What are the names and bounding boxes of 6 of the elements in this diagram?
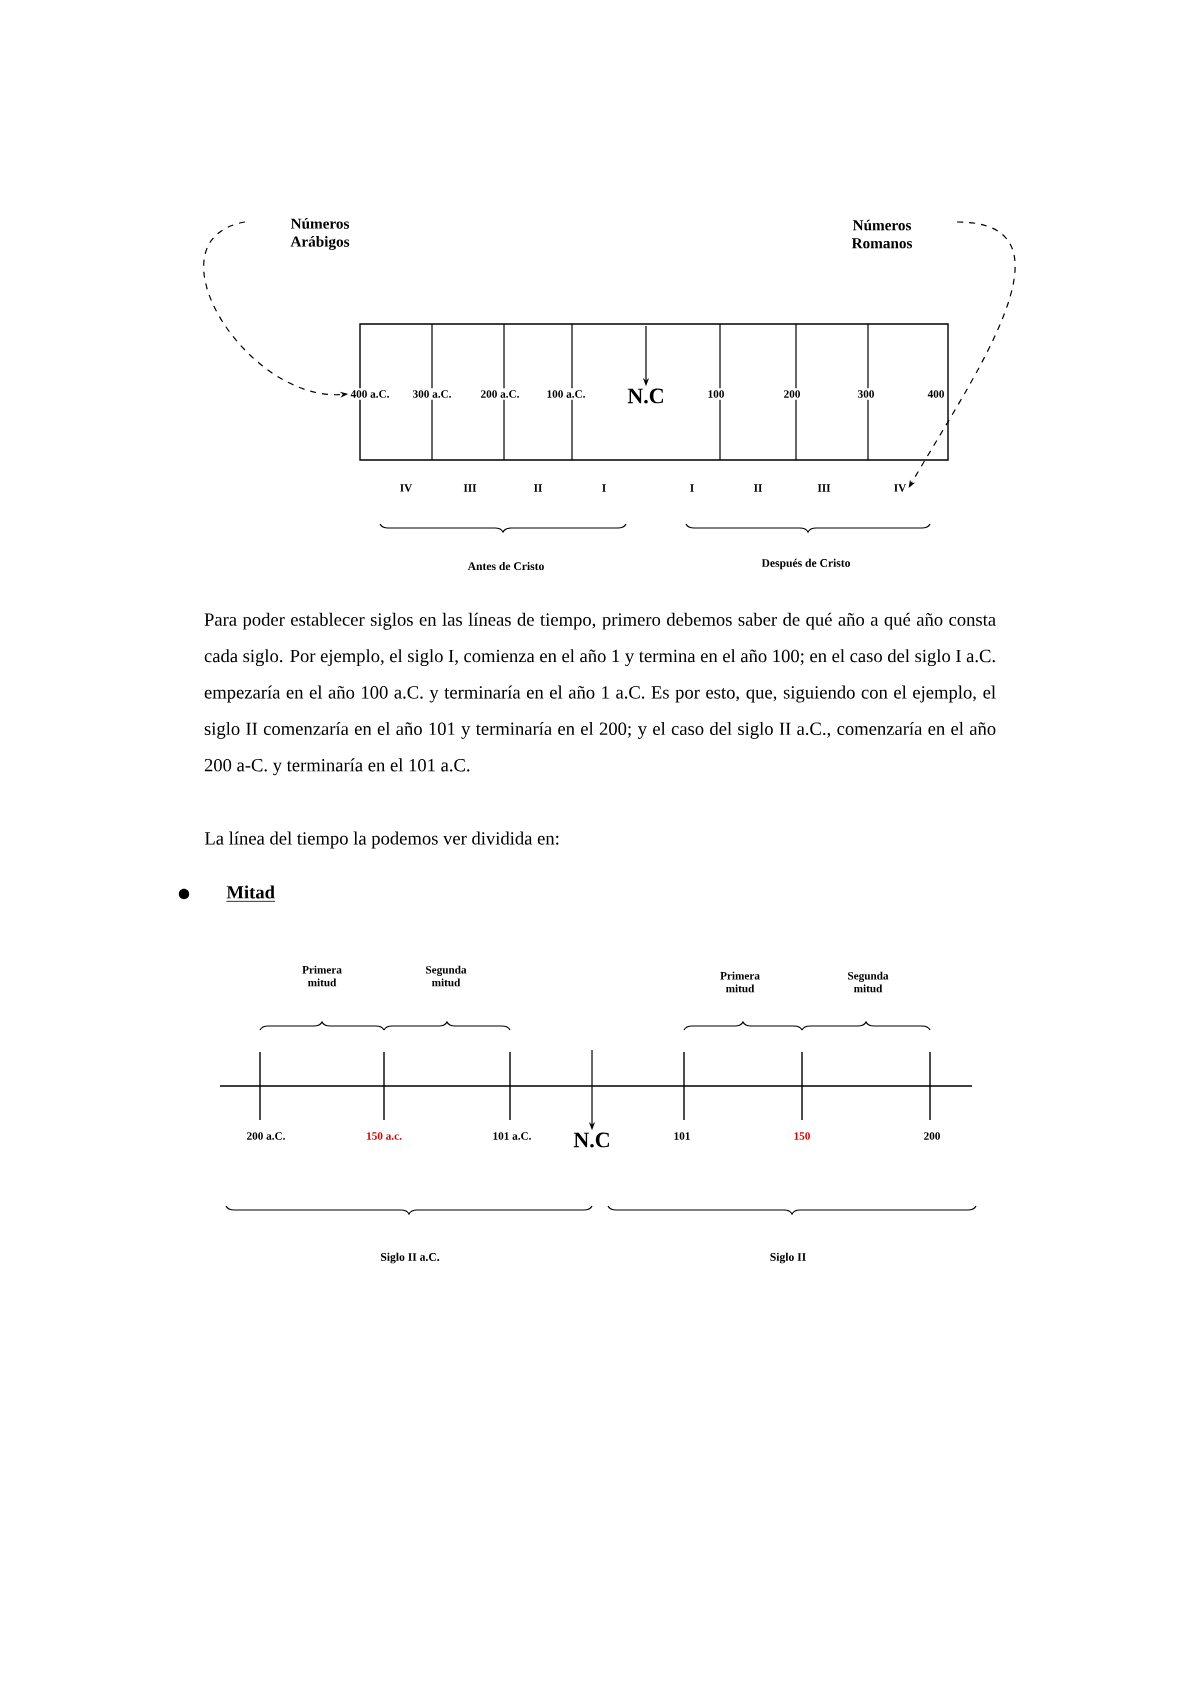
paragraph: Para poder establecer siglos en las líneas de tiempo, primero debemos saber de qué año a qué año consta cada siglo. Por ejemplo, el siglo I, comienza en el año 1 y termina en el año 100; en el caso del siglo I a.C. empezaría en el año 100 a.C. y terminaría en el año 1 a.C. Es por esto, que, siguiendo con el ejemplo, el siglo II comenzaría en el año 101 y terminaría en el 200; y el caso del siglo II a.C., comenzaría en el año 200 a-C. y terminaría en el 101 a.C. [204, 612, 996, 776]
text-line: La línea del tiempo la podemos ver dividida en: [204, 831, 559, 849]
origin-label: N.C [573, 1132, 609, 1148]
origin-label: N.C [625, 386, 667, 406]
arrow [908, 221, 1016, 488]
section-heading: Mitad [226, 885, 276, 902]
